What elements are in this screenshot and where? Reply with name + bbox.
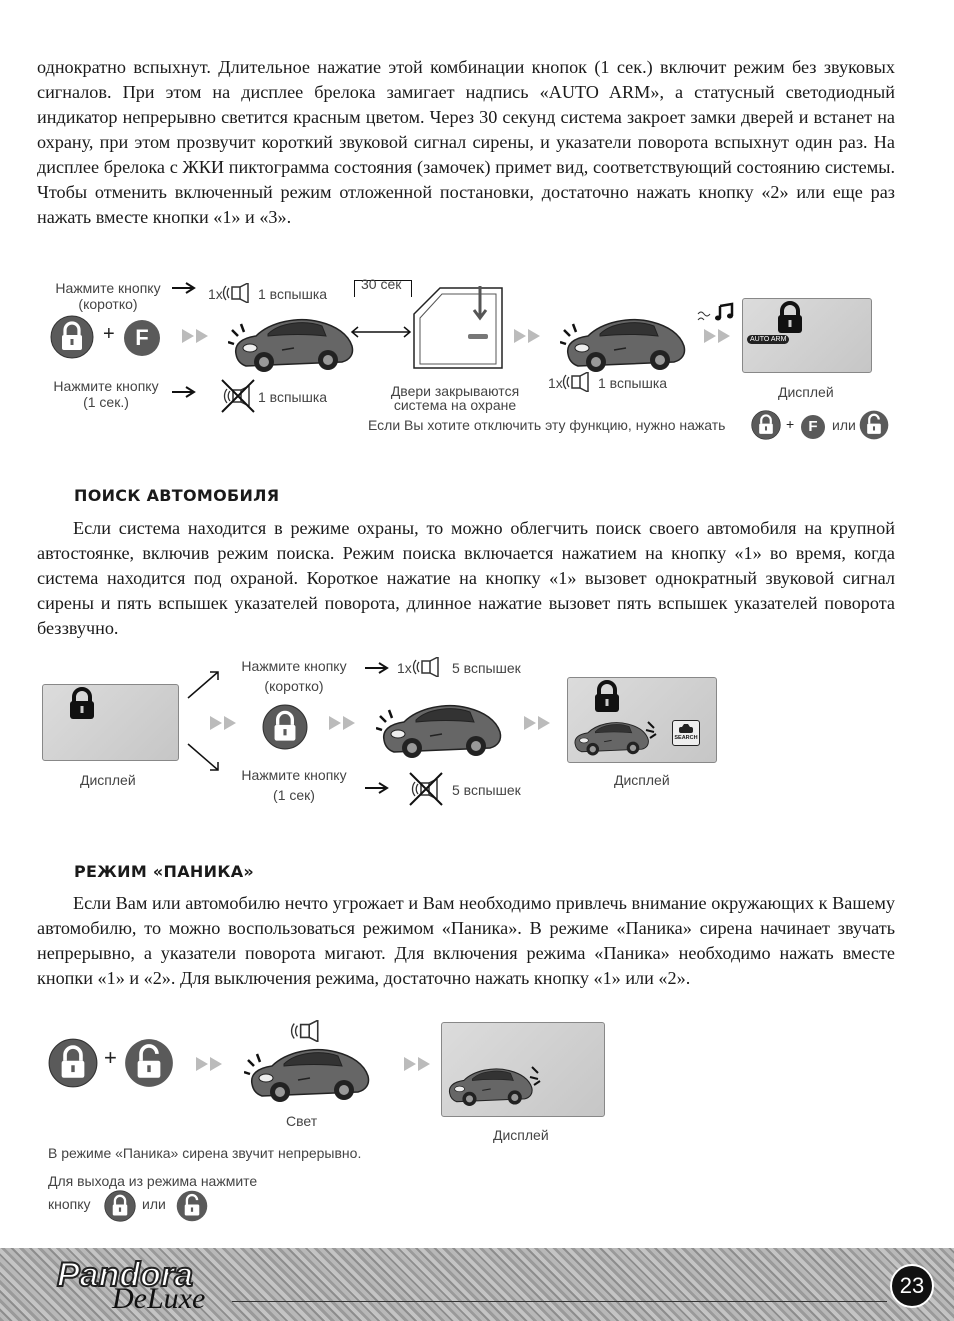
delay-label: 30 сек [361,276,402,292]
fob-display [441,1022,605,1117]
display-label: Дисплей [493,1127,549,1143]
exit-hint-button: кнопку [48,1196,91,1212]
f-button-icon: F [124,320,160,356]
intro-paragraph: однократно вспыхнут. Длительное нажатие … [37,57,895,227]
fob-display-right: SEARCH [567,677,717,763]
search-badge-label: SEARCH [674,735,698,741]
panic-note: В режиме «Паника» сирена звучит непрерыв… [48,1145,362,1161]
times-label: 1x [208,286,223,302]
auto-arm-badge: AUTO ARM [747,335,790,344]
display-label: Дисплей [614,772,670,788]
car-flashing-icon [228,306,358,376]
footer-band [0,1248,954,1321]
arrow-right-icon [365,662,389,674]
next-step-icon [524,716,552,730]
car-icon [444,1059,536,1109]
section-heading-search: ПОИСК АВТОМОБИЛЯ [74,486,280,505]
display-label: Дисплей [778,384,834,400]
delay-arrow-icon [350,326,412,338]
next-step-icon [704,329,732,343]
plus-sign: + [786,416,795,432]
fob-display: AUTO ARM [742,298,872,373]
plus-sign: + [103,323,115,345]
branch-down-arrow-icon [187,743,219,771]
siren-off-icon [409,772,443,806]
display-label: Дисплей [80,772,136,788]
car-icon [570,714,652,758]
flash-count-label: 5 вспышек [452,782,521,798]
lock-icon [590,680,624,714]
siren-off-icon [221,379,255,413]
brand-logo-sub: DeLuxe [112,1282,206,1315]
lock-button-icon [751,410,781,440]
next-step-icon [182,329,210,343]
flash-count-label: 1 вспышка [598,375,668,391]
exit-hint: Для выхода из режима нажмите [48,1173,258,1189]
next-step-icon [404,1057,432,1071]
press-short-label: Нажмите кнопку (коротко) [241,658,347,694]
siren-icon [222,283,252,303]
cancel-hint: Если Вы хотите отключить эту функцию, ну… [368,417,726,433]
lock-button-icon [104,1190,136,1222]
next-step-icon [329,716,357,730]
times-label: 1x [548,375,563,391]
footer-rule [232,1301,887,1302]
lock-icon [65,687,99,721]
unlock-button-icon [859,410,889,440]
signal-waves-icon [645,721,657,739]
or-label: или [142,1196,166,1212]
times-label: 1x [397,660,412,676]
plus-sign: + [104,1045,117,1070]
car-flashing-icon [376,692,506,762]
or-label: или [832,417,856,433]
arrow-right-icon [172,282,196,294]
doors-lock-label: Двери закрываются система на охране [390,383,520,413]
delay-bracket [354,280,412,297]
arrow-right-icon [365,782,389,794]
flash-count-label: 5 вспышек [452,660,521,676]
search-paragraph: Если система находится в режиме охраны, … [37,518,895,638]
branch-up-arrow-icon [187,671,219,699]
search-badge: SEARCH [672,720,700,746]
section-heading-panic: РЕЖИМ «ПАНИКА» [74,862,255,881]
press-short-label: Нажмите кнопку (коротко) [55,280,161,312]
fob-display-left [42,684,179,761]
car-flashing-icon [244,1036,374,1106]
arrow-right-icon [172,386,196,398]
door-icon [413,286,503,369]
unlock-button-icon [176,1190,208,1222]
light-label: Свет [286,1113,318,1129]
lock-button-icon [262,704,308,750]
page-number: 23 [890,1264,934,1308]
siren-icon [562,372,592,392]
siren-icon [412,657,442,677]
press-long-label: Нажмите кнопку (1 сек.) [53,378,159,410]
panic-paragraph: Если Вам или автомобилю нечто угрожает и… [37,893,895,988]
brand-logo: Pandora [56,1255,194,1295]
f-button-icon: F [801,415,825,439]
unlock-button-icon [124,1038,174,1088]
car-flashing-icon [560,306,690,376]
sound-note-icon [697,302,734,321]
press-long-label: Нажмите кнопку (1 сек) [241,767,347,803]
next-step-icon [196,1057,224,1071]
next-step-icon [210,716,238,730]
lock-button-icon [50,315,94,359]
flash-count-label: 1 вспышка [258,389,328,405]
lock-icon [773,301,807,335]
signal-waves-icon [529,1066,541,1086]
car-front-icon [679,724,693,733]
lock-button-icon [48,1038,98,1088]
flash-count-label: 1 вспышка [258,286,328,302]
next-step-icon [514,329,542,343]
